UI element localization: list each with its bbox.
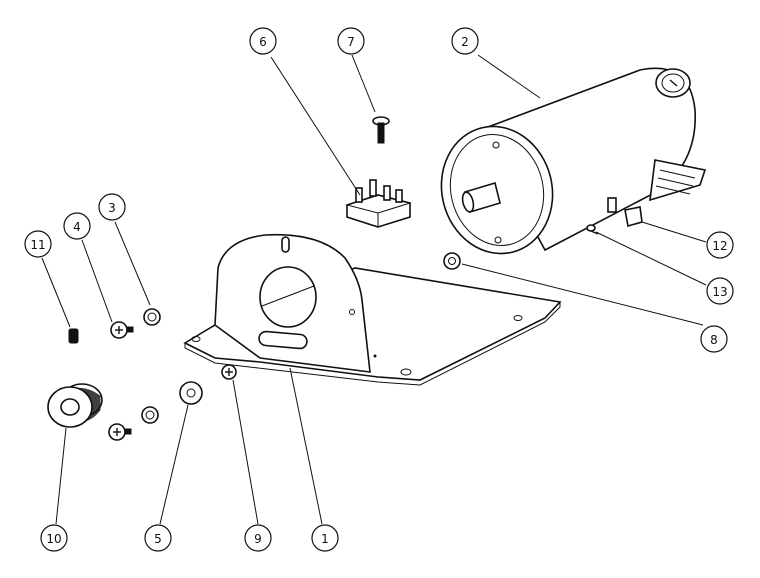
callout-10: 10 [40,524,68,552]
svg-text:7: 7 [347,35,355,49]
part-small-screw [586,224,599,235]
leader-1 [289,367,323,525]
part-set-screw-11 [68,328,79,344]
leader-13 [595,231,707,286]
leader-4 [81,239,113,323]
callout-11: 11 [24,230,52,258]
part-washer-3 [143,308,161,326]
part-flat-washer-5 [179,381,203,405]
svg-text:13: 13 [712,285,727,299]
leader-10 [55,427,67,525]
part-screw-7 [372,116,390,144]
callout-1: 1 [311,524,339,552]
callout-5: 5 [144,524,172,552]
svg-text:10: 10 [46,532,61,546]
part-bracket-plate [183,233,562,386]
svg-text:11: 11 [30,238,45,252]
leader-8 [461,263,704,326]
part-washer-lower [141,406,159,424]
part-screw-4 [110,321,134,339]
callout-3: 3 [98,193,126,221]
svg-text:3: 3 [108,201,116,215]
callout-7: 7 [337,27,365,55]
leader-lines [41,54,707,525]
callout-6: 6 [249,27,277,55]
leader-6 [270,56,361,196]
leader-12 [641,221,707,243]
leader-11 [41,257,71,328]
leader-7 [351,54,376,113]
svg-text:4: 4 [73,220,81,234]
svg-text:8: 8 [710,333,718,347]
svg-text:2: 2 [461,35,469,49]
leader-9 [232,379,259,525]
svg-text:1: 1 [321,532,329,546]
leader-2 [477,54,541,99]
part-nut [443,252,461,270]
callout-4: 4 [63,212,91,240]
part-pulley [47,383,103,428]
leader-5 [159,404,189,525]
part-motor [440,67,707,255]
svg-text:9: 9 [254,532,262,546]
callout-8: 8 [700,325,728,353]
part-terminal-block [345,179,412,228]
callout-13: 13 [706,277,734,305]
part-clip [624,206,643,228]
svg-text:5: 5 [154,532,162,546]
part-screw-9 [221,364,237,380]
svg-text:12: 12 [712,239,727,253]
part-screw-lower [108,423,132,441]
callout-9: 9 [244,524,272,552]
leader-3 [114,221,151,306]
callout-2: 2 [451,27,479,55]
callout-12: 12 [706,231,734,259]
svg-text:6: 6 [259,35,267,49]
